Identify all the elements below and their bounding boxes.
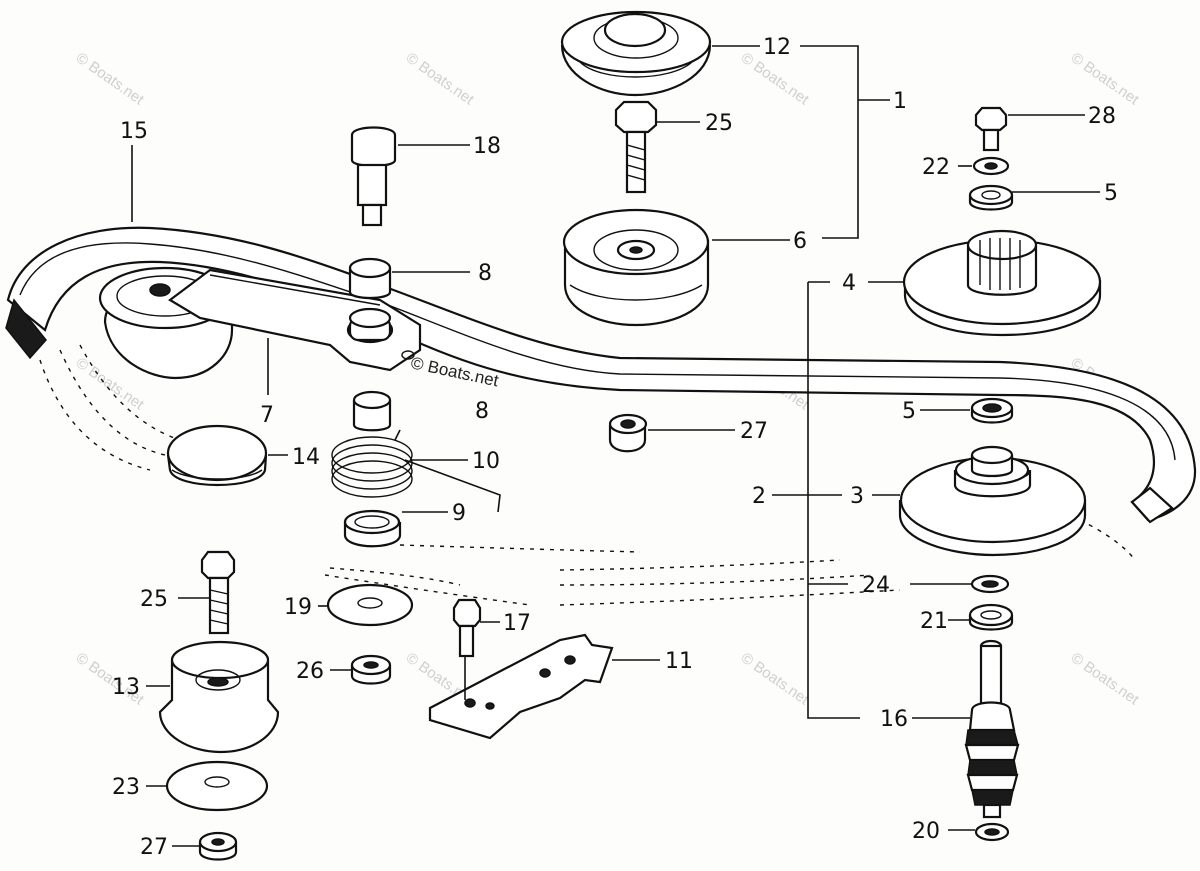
callout-5-upper: 5 <box>1104 181 1118 206</box>
torsion-spring-10 <box>331 429 501 513</box>
callout-labels: 12 1 25 6 18 8 15 7 8 14 10 9 27 28 22 5… <box>112 35 1118 860</box>
watermark: © Boats.net <box>1068 49 1143 108</box>
watermark: © Boats.net <box>403 49 478 108</box>
spindle-shaft-16 <box>964 639 1020 819</box>
callout-10: 10 <box>472 449 500 474</box>
blade-housing-13 <box>158 640 280 754</box>
washer-21 <box>968 603 1014 631</box>
washer-5-upper <box>968 184 1014 211</box>
callout-21: 21 <box>920 609 948 634</box>
callout-26: 26 <box>296 659 324 684</box>
bolt-25-top <box>614 100 658 194</box>
bolt-28 <box>974 106 1008 152</box>
watermark: © Boats.net <box>1068 649 1143 708</box>
idler-arm-7 <box>98 266 422 380</box>
callout-7: 7 <box>260 403 274 428</box>
washer-19 <box>326 583 414 627</box>
callout-27-lower: 27 <box>140 835 168 860</box>
nut-26 <box>350 654 392 685</box>
callout-18: 18 <box>473 134 501 159</box>
callout-20: 20 <box>912 819 940 844</box>
callout-28: 28 <box>1088 104 1116 129</box>
callout-11: 11 <box>665 649 693 674</box>
drive-pulley-3 <box>898 445 1087 557</box>
callout-23: 23 <box>112 775 140 800</box>
washer-22 <box>972 156 1010 176</box>
cap-14 <box>166 424 268 487</box>
callout-8-lower: 8 <box>475 399 489 424</box>
callout-22: 22 <box>922 155 950 180</box>
callout-16: 16 <box>880 707 908 732</box>
washer-23 <box>165 760 269 812</box>
cutter-blade-11 <box>428 633 614 740</box>
callout-6: 6 <box>793 229 807 254</box>
callout-8-upper: 8 <box>478 261 492 286</box>
callout-5-lower: 5 <box>902 399 916 424</box>
watermark: © Boats.net <box>73 49 148 108</box>
bushing-8-upper <box>348 257 392 300</box>
nut-27-lower <box>198 831 238 861</box>
callout-25-top: 25 <box>705 111 733 136</box>
pulley-4 <box>902 229 1102 337</box>
washer-24 <box>970 574 1010 594</box>
callout-9: 9 <box>452 501 466 526</box>
tension-pulley-assembly-1 <box>560 10 712 97</box>
callout-14: 14 <box>292 445 320 470</box>
flat-pulley-6 <box>562 208 710 327</box>
shoulder-bolt-18 <box>350 126 397 227</box>
washer-5-lower <box>970 397 1014 424</box>
guide-lines <box>39 344 1136 606</box>
callout-15: 15 <box>120 119 148 144</box>
collar-9 <box>343 509 402 548</box>
callout-19: 19 <box>284 595 312 620</box>
callout-25-lower: 25 <box>140 587 168 612</box>
bolt-17 <box>452 598 482 658</box>
bolt-25-lower <box>200 550 236 635</box>
watermark: © Boats.net <box>738 649 813 708</box>
callout-27-center: 27 <box>740 419 768 444</box>
callout-4: 4 <box>842 271 856 296</box>
callout-1: 1 <box>893 89 907 114</box>
callout-24: 24 <box>862 573 890 598</box>
callout-3: 3 <box>850 484 864 509</box>
callout-13: 13 <box>112 675 140 700</box>
leader-lines <box>131 45 1100 847</box>
washer-20 <box>974 822 1010 842</box>
callout-12: 12 <box>763 35 791 60</box>
callout-17: 17 <box>503 611 531 636</box>
callout-2: 2 <box>752 484 766 509</box>
bushing-8-lower <box>352 390 392 432</box>
nut-27-center <box>608 413 648 453</box>
